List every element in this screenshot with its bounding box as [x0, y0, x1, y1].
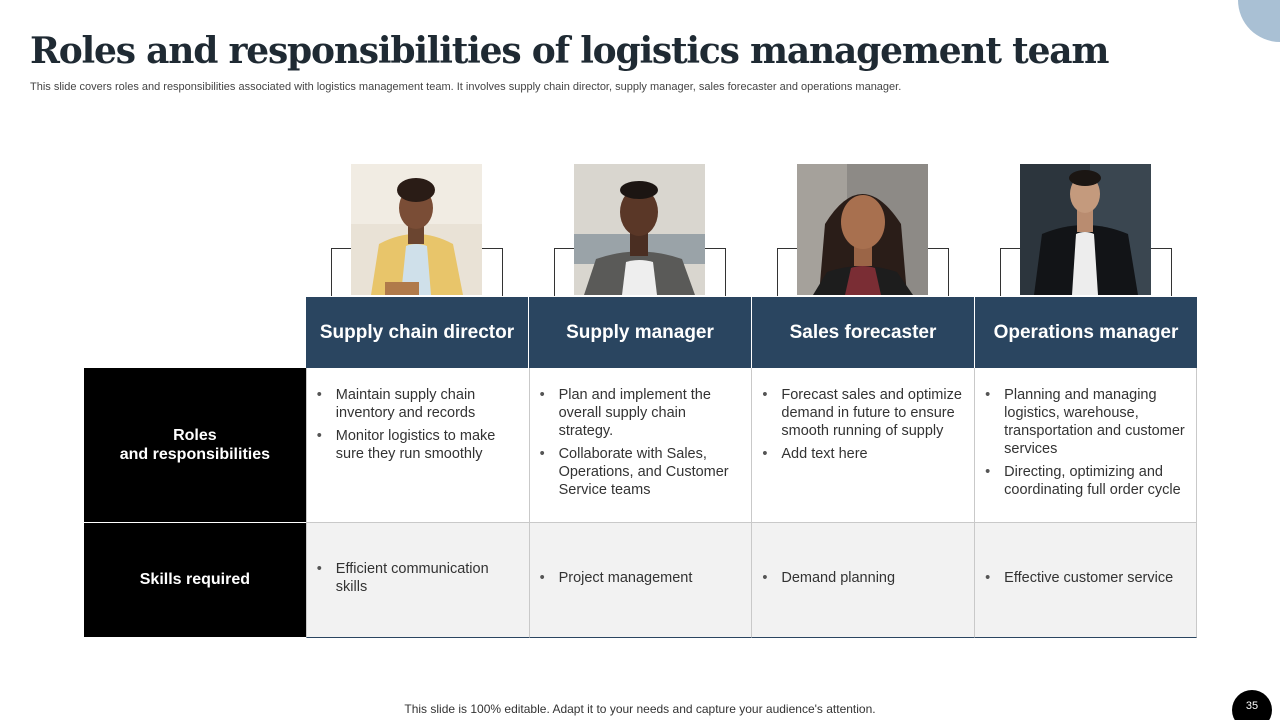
table-cell: Maintain supply chain inventory and reco… [305, 368, 529, 523]
page-title: Roles and responsibilities of logistics … [30, 30, 1110, 72]
row-label-text: Roles and responsibilities [119, 426, 271, 463]
bullet-item: Efficient communication skills [317, 560, 521, 596]
table-cell: Planning and managing logistics, warehou… [974, 368, 1197, 523]
photo-block-supply-manager [554, 164, 726, 296]
table-row-roles: Roles and responsibilities Maintain supp… [84, 368, 1197, 523]
photo-block-sales-forecaster [777, 164, 949, 296]
woman-yellow-blazer-photo [351, 164, 482, 295]
bullet-item: Effective customer service [985, 569, 1173, 587]
table-header-row: Supply chain director Supply manager Sal… [306, 297, 1197, 368]
bullet-item: Planning and managing logistics, warehou… [985, 386, 1188, 458]
page-subtitle: This slide covers roles and responsibili… [30, 81, 902, 93]
table-cell: Efficient communication skills [305, 523, 529, 638]
bullet-item: Maintain supply chain inventory and reco… [317, 386, 521, 422]
bullet-item: Project management [540, 569, 693, 587]
photo-block-supply-chain-director [331, 164, 503, 296]
table-cell: Project management [528, 523, 752, 638]
bullet-item: Add text here [762, 445, 966, 463]
table-cell: Forecast sales and optimize demand in fu… [751, 368, 975, 523]
bullet-item: Demand planning [762, 569, 895, 587]
bullet-item: Plan and implement the overall supply ch… [540, 386, 744, 440]
column-header: Supply chain director [306, 297, 529, 368]
table-row-skills: Skills required Efficient communication … [84, 523, 1197, 638]
bullet-item: Collaborate with Sales, Operations, and … [540, 445, 744, 499]
table-cell: Demand planning [751, 523, 975, 638]
bullet-item: Monitor logistics to make sure they run … [317, 427, 521, 463]
corner-decoration [1238, 0, 1280, 42]
smiling-woman-photo [797, 164, 928, 295]
row-label-skills: Skills required [84, 523, 306, 638]
page-number-badge: 35 [1232, 690, 1272, 720]
young-man-jacket-photo [574, 164, 705, 295]
man-dark-suit-photo [1020, 164, 1151, 295]
row-label-roles: Roles and responsibilities [84, 368, 306, 523]
column-header: Operations manager [975, 297, 1197, 368]
page-number: 35 [1245, 700, 1259, 712]
column-header: Sales forecaster [752, 297, 975, 368]
table-cell: Plan and implement the overall supply ch… [528, 368, 752, 523]
footer-note: This slide is 100% editable. Adapt it to… [404, 702, 876, 716]
table-cell: Effective customer service [974, 523, 1197, 638]
row-label-text: Skills required [139, 571, 251, 589]
bullet-item: Directing, optimizing and coordinating f… [985, 463, 1188, 499]
photo-block-operations-manager [1000, 164, 1172, 296]
column-header: Supply manager [529, 297, 752, 368]
bullet-item: Forecast sales and optimize demand in fu… [762, 386, 966, 440]
